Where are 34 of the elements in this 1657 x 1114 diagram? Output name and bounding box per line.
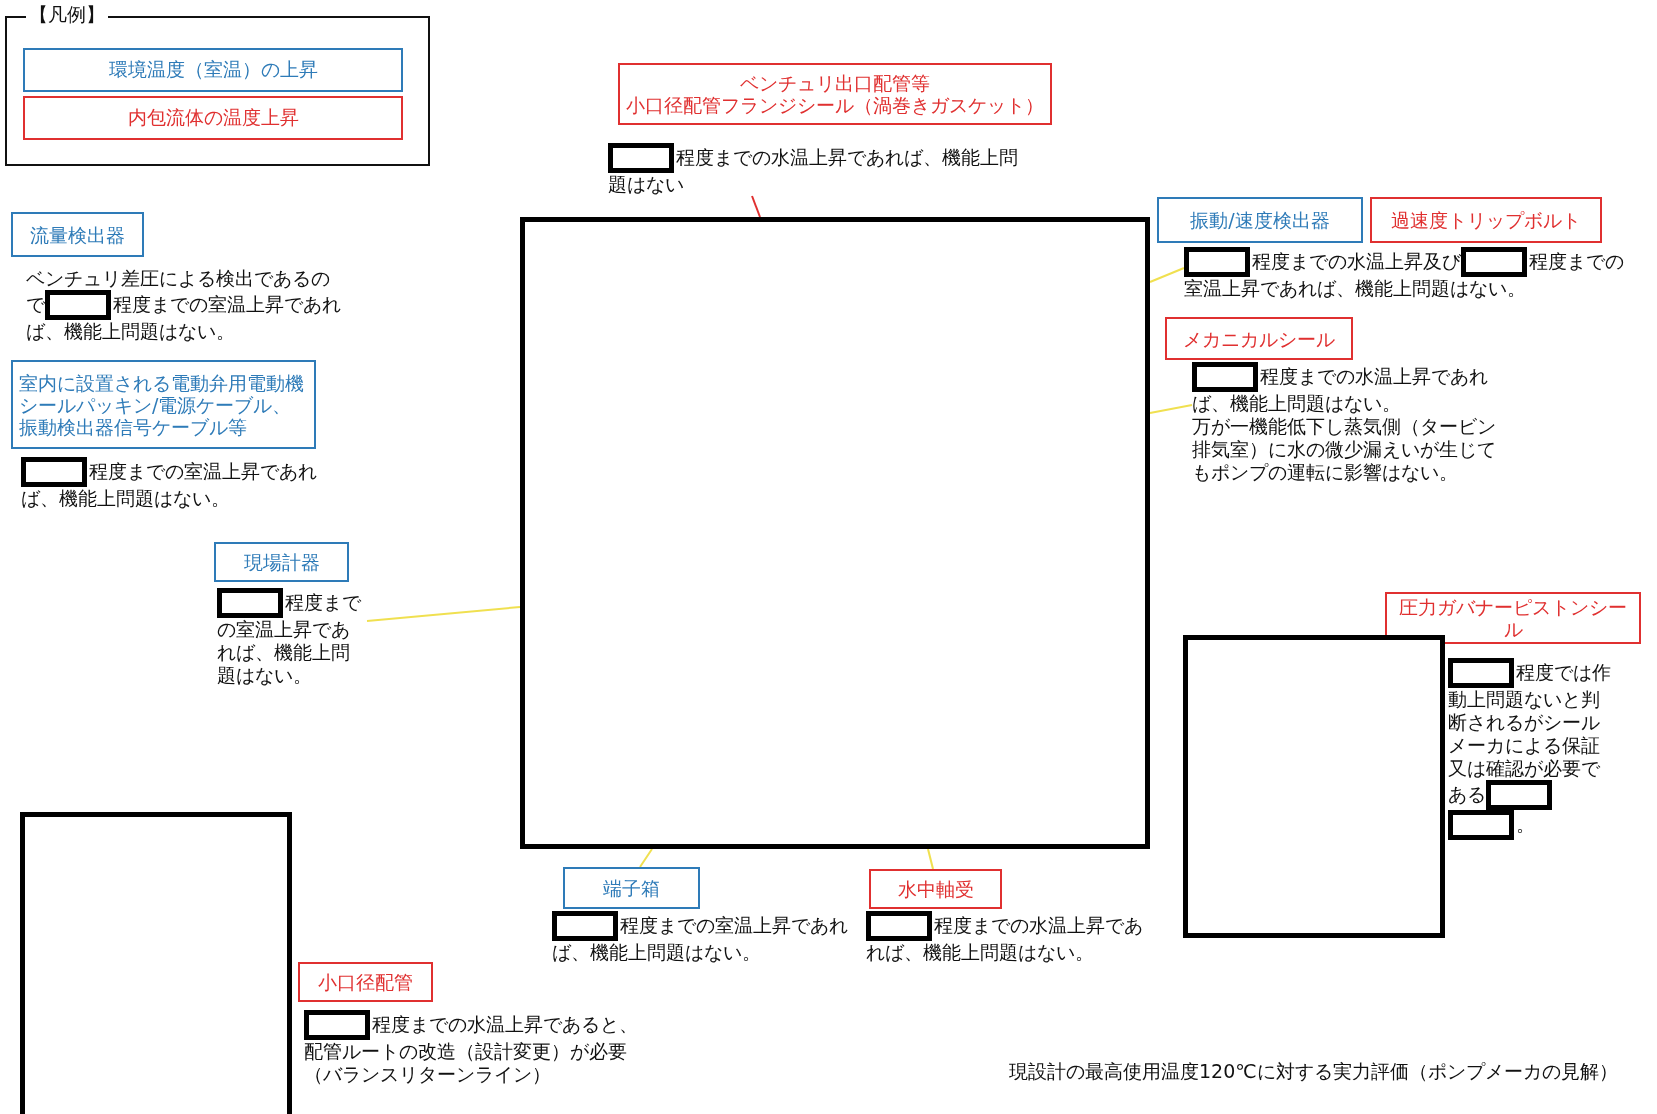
- label-box: 端子箱: [563, 867, 700, 909]
- note-text: 程度までの水温上昇であれば、機能上問題はない。: [1192, 362, 1489, 415]
- image-frame: [20, 812, 292, 1114]
- note-text: 程度までの室温上昇であれば、機能上問題はない。: [217, 588, 362, 687]
- label-box: 流量検出器: [11, 212, 144, 257]
- label-box: 現場計器: [214, 542, 349, 582]
- note-text: 程度までの室温上昇であれば、機能上問題はない。: [552, 911, 849, 964]
- note-text: 程度までの室温上昇であれば、機能上問題はない。: [21, 457, 317, 510]
- caption: 現設計の最高使用温度120℃に対する実力評価（ポンプメーカの見解）: [1009, 1059, 1618, 1083]
- leader-line: [927, 848, 934, 870]
- note-text: 程度までの水温上昇であると、配管ルートの改造（設計変更）が必要（バランスリターンライン）: [304, 1010, 639, 1086]
- note-text: 程度までの水温上昇であれば、機能上問題はない。: [866, 911, 1144, 964]
- image-frame: [1183, 635, 1445, 938]
- note-text: 程度までの水温上昇であれば、機能上問題はない: [608, 143, 1019, 196]
- note-text: 程度では作動上問題ないと判断されるがシールメーカによる保証又は確認が必要である 。: [1448, 658, 1618, 840]
- legend-key: 環境温度（室温）の上昇: [23, 48, 403, 92]
- label-box: 振動/速度検出器: [1157, 197, 1363, 243]
- label-box: 圧力ガバナーピストンシール: [1385, 592, 1641, 644]
- label-box: 水中軸受: [869, 869, 1002, 909]
- leader-line: [751, 195, 761, 218]
- note-text: ベンチュリ差圧による検出であるので 程度までの室温上昇であれば、機能上問題はない。: [26, 267, 342, 343]
- leader-line: [1149, 404, 1193, 414]
- label-box: 小口径配管: [298, 962, 433, 1002]
- label-box: メカニカルシール: [1165, 317, 1353, 360]
- leader-line: [366, 606, 521, 622]
- leader-line: [1149, 267, 1185, 283]
- label-box: ベンチュリ出口配管等 小口径配管フランジシール（渦巻きガスケット）: [618, 63, 1052, 125]
- note-text: 万が一機能低下し蒸気側（タービン排気室）に水の微少漏えいが生じてもポンプの運転に影響はない。: [1192, 415, 1497, 484]
- image-frame: [520, 217, 1150, 849]
- legend-title: 【凡例】: [26, 3, 108, 25]
- legend-key: 内包流体の温度上昇: [23, 96, 403, 140]
- label-box: 室内に設置される電動弁用電動機シールパッキン/電源ケーブル、振動検出器信号ケーブル等: [11, 360, 316, 449]
- leader-line: [639, 848, 653, 868]
- note-text: 程度までの水温上昇及び 程度までの室温上昇であれば、機能上問題はない。: [1184, 247, 1624, 300]
